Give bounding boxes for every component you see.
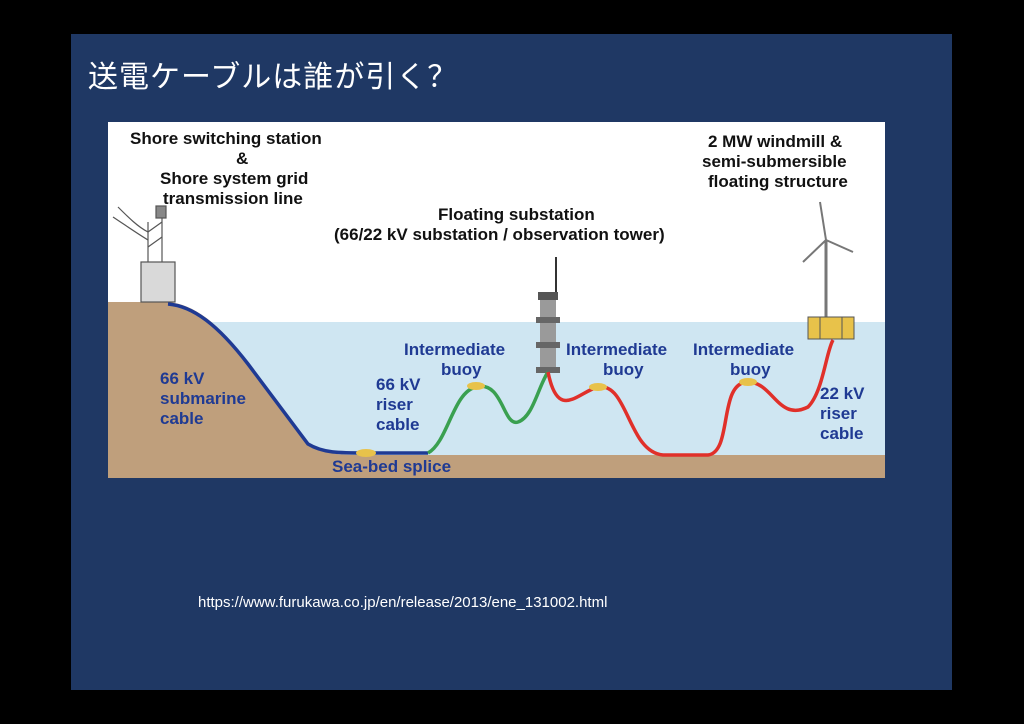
- shore-switching-station: [112, 205, 176, 303]
- label-submarine-1: 66 kV: [160, 369, 205, 388]
- label-riser66-1: 66 kV: [376, 375, 421, 394]
- label-riser66-3: cable: [376, 415, 419, 434]
- source-url: https://www.furukawa.co.jp/en/release/20…: [198, 594, 608, 611]
- cable-66kv-submarine: [167, 302, 428, 455]
- intermediate-buoy-1: [467, 382, 485, 390]
- label-buoy3-1: Intermediate: [693, 340, 794, 359]
- slide-title: 送電ケーブルは誰が引く？: [88, 60, 459, 95]
- floating-substation-tower: [536, 257, 560, 373]
- label-submarine-3: cable: [160, 409, 203, 428]
- label-submarine-2: submarine: [160, 389, 246, 408]
- label-riser66-2: riser: [376, 395, 413, 414]
- intermediate-buoy-2: [589, 383, 607, 391]
- label-shore-2: &: [236, 149, 248, 168]
- label-buoy3-2: buoy: [730, 360, 771, 379]
- label-buoy2-2: buoy: [603, 360, 644, 379]
- label-shore-1: Shore switching station: [130, 129, 322, 148]
- label-shore-4: transmission line: [163, 189, 303, 208]
- label-sea-bed-splice: Sea-bed splice: [332, 457, 451, 476]
- cable-66kv-riser: [426, 371, 550, 455]
- label-riser22-1: 22 kV: [820, 384, 865, 403]
- label-substation-2: (66/22 kV substation / observation tower…: [334, 225, 665, 244]
- cable-diagram: Shore switching station & Shore system g…: [108, 122, 885, 478]
- label-riser22-3: cable: [820, 424, 863, 443]
- cable-diagram-svg: Shore switching station & Shore system g…: [108, 122, 885, 478]
- label-shore-3: Shore system grid: [160, 169, 308, 188]
- intermediate-buoy-3: [739, 378, 757, 386]
- windmill: [802, 201, 855, 340]
- label-windmill-2: semi-submersible: [702, 152, 847, 171]
- label-buoy2-1: Intermediate: [566, 340, 667, 359]
- label-windmill-1: 2 MW windmill &: [708, 132, 842, 151]
- slide: 送電ケーブルは誰が引く？: [71, 34, 952, 690]
- label-windmill-3: floating structure: [708, 172, 848, 191]
- label-buoy1-1: Intermediate: [404, 340, 505, 359]
- label-buoy1-2: buoy: [441, 360, 482, 379]
- label-substation-1: Floating substation: [438, 205, 595, 224]
- label-riser22-2: riser: [820, 404, 857, 423]
- sea-bed-splice-marker: [356, 449, 376, 457]
- seabed-ground: [108, 302, 885, 478]
